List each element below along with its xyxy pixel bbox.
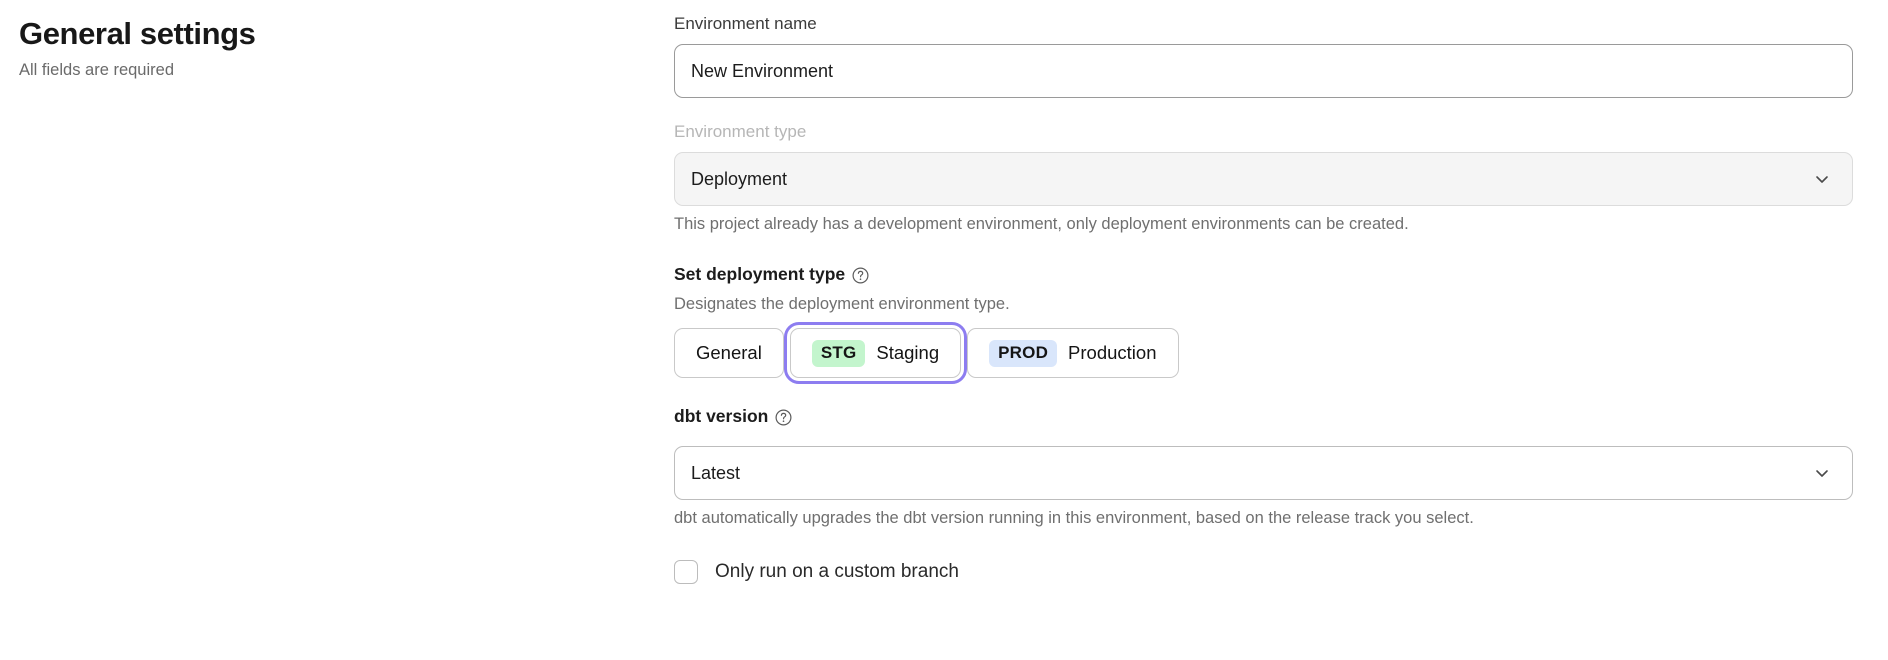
environment-name-label: Environment name	[674, 14, 817, 33]
production-badge: PROD	[989, 339, 1058, 367]
environment-type-select-wrap: Deployment	[674, 152, 1853, 206]
environment-name-field-group: Environment name	[674, 12, 1853, 98]
page-subtitle: All fields are required	[19, 61, 174, 79]
custom-branch-row[interactable]: Only run on a custom branch	[674, 560, 1853, 584]
environment-name-input[interactable]	[674, 44, 1853, 98]
page-title: General settings	[19, 16, 256, 51]
deployment-type-label: Set deployment type	[674, 264, 846, 284]
environment-type-label: Environment type	[674, 122, 807, 141]
deployment-type-helper-text: Designates the deployment environment ty…	[674, 295, 1010, 313]
dbt-version-label: dbt version	[674, 406, 769, 426]
deployment-type-option-staging[interactable]: STG Staging	[783, 322, 968, 384]
deployment-type-options: General STG Staging PROD Production	[674, 322, 1853, 384]
deployment-type-option-general-label: General	[696, 342, 762, 363]
deployment-type-field-group: Set deployment type Designates the deplo…	[674, 262, 1853, 384]
custom-branch-checkbox[interactable]	[674, 560, 698, 584]
dbt-version-helper-text: dbt automatically upgrades the dbt versi…	[674, 509, 1474, 527]
deployment-type-option-general[interactable]: General	[674, 328, 784, 378]
environment-type-select[interactable]: Deployment	[674, 152, 1853, 206]
dbt-version-value: Latest	[691, 462, 741, 483]
question-circle-icon[interactable]	[852, 266, 869, 284]
dbt-version-select[interactable]: Latest	[674, 446, 1853, 500]
environment-type-helper-text: This project already has a development e…	[674, 215, 1409, 233]
environment-type-field-group: Environment type Deployment This project…	[674, 120, 1853, 236]
question-circle-icon[interactable]	[775, 408, 792, 426]
deployment-type-option-production-label: Production	[1068, 342, 1157, 363]
page-header: General settings All fields are required	[19, 14, 519, 82]
deployment-type-option-production[interactable]: PROD Production	[967, 328, 1179, 378]
custom-branch-label: Only run on a custom branch	[715, 561, 959, 582]
dbt-version-select-wrap: Latest	[674, 446, 1853, 500]
staging-badge: STG	[811, 339, 866, 367]
deployment-type-label-row: Set deployment type	[674, 262, 869, 286]
environment-type-value: Deployment	[691, 168, 788, 189]
dbt-version-field-group: dbt version Latest	[674, 404, 1853, 530]
deployment-type-option-staging-label: Staging	[876, 342, 940, 363]
dbt-version-label-row: dbt version	[674, 404, 792, 428]
settings-form: Environment name Environment type Deploy…	[674, 12, 1853, 584]
